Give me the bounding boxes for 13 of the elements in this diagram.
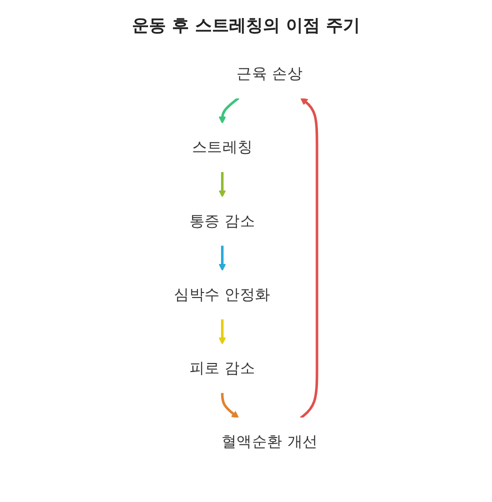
arrow bbox=[218, 318, 226, 345]
node-text: 심박수 안정화 bbox=[174, 286, 270, 304]
arrow bbox=[218, 245, 226, 272]
arrow bbox=[300, 98, 318, 419]
arrow bbox=[218, 172, 226, 198]
diagram-title: 운동 후 스트레칭의 이점 주기 bbox=[131, 15, 361, 37]
node-text: 통증 감소 bbox=[189, 212, 256, 230]
node-text: 혈액순환 개선 bbox=[222, 433, 318, 451]
node-text: 스트레칭 bbox=[192, 138, 253, 156]
arrow bbox=[221, 392, 239, 418]
node-text: 피로 감소 bbox=[189, 360, 256, 378]
node-text: 근육 손상 bbox=[236, 65, 303, 83]
arrow bbox=[218, 97, 240, 124]
